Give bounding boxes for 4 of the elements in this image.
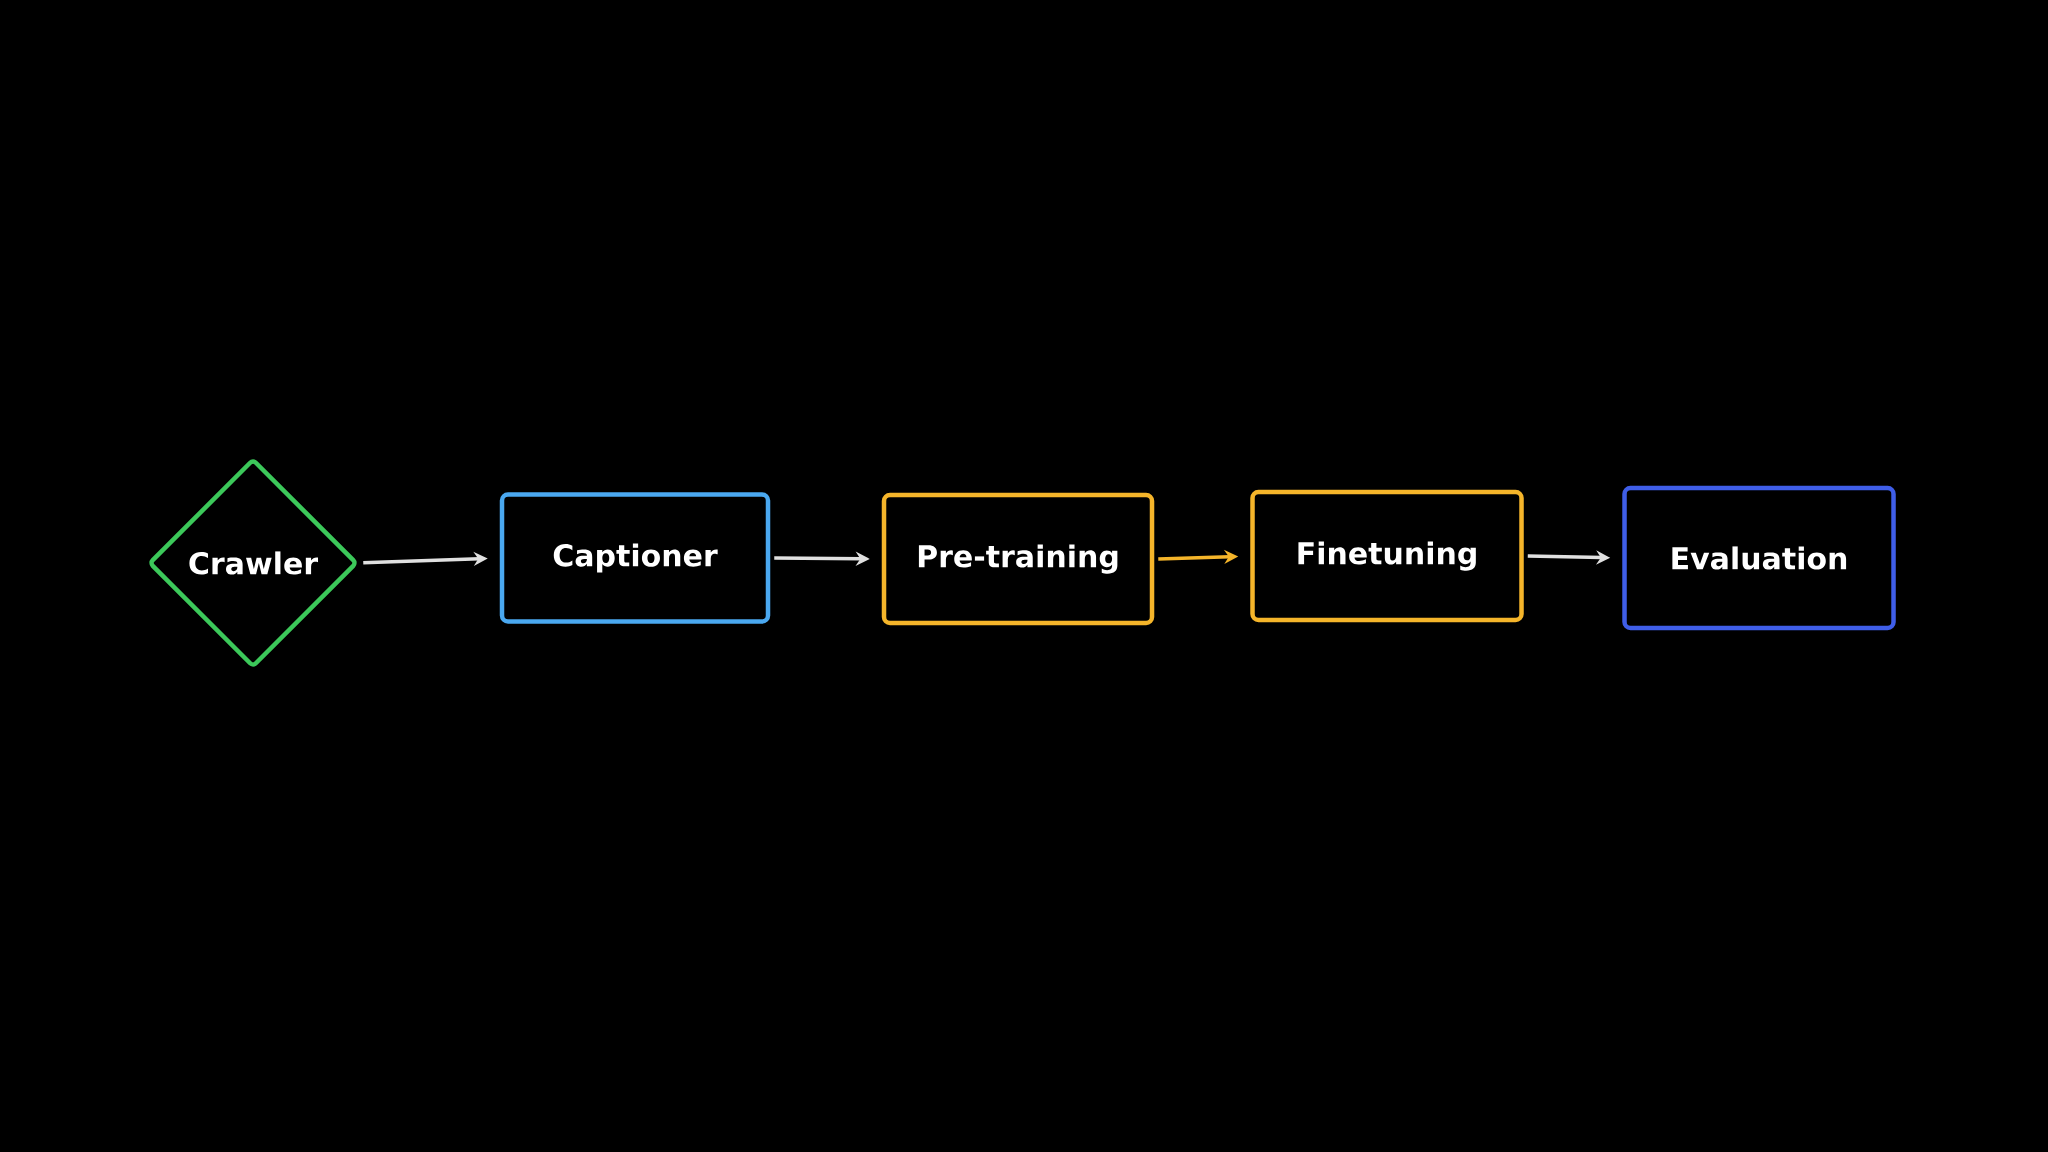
process-box: Evaluation xyxy=(1622,485,1896,631)
process-box: Captioner xyxy=(499,492,771,624)
process-box: Finetuning xyxy=(1250,489,1524,623)
process-box: Pre-training xyxy=(881,492,1155,626)
